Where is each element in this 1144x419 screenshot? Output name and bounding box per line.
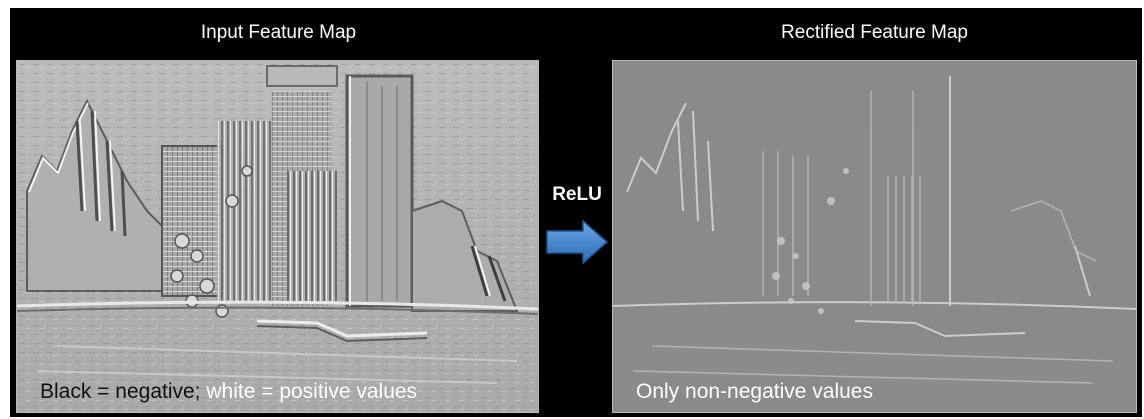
right-arrow-icon [545, 219, 609, 269]
rectified-feature-map-title: Rectified Feature Map [781, 22, 968, 43]
caption-negative-part: Black = negative; [40, 380, 207, 403]
caption-positive-part: white = positive values [206, 380, 418, 403]
input-feature-map-title: Input Feature Map [200, 22, 357, 43]
rectified-feature-map-image: Only non-negative values [612, 60, 1137, 413]
input-feature-map-image: Black = negative; white = positive value… [16, 60, 539, 413]
figure-frame: Input Feature Map Rectified Feature Map [10, 8, 1142, 417]
rectified-map-caption: Only non-negative values [636, 380, 873, 403]
input-map-caption: Black = negative; white = positive value… [40, 380, 417, 404]
relu-label: ReLU [552, 184, 602, 205]
